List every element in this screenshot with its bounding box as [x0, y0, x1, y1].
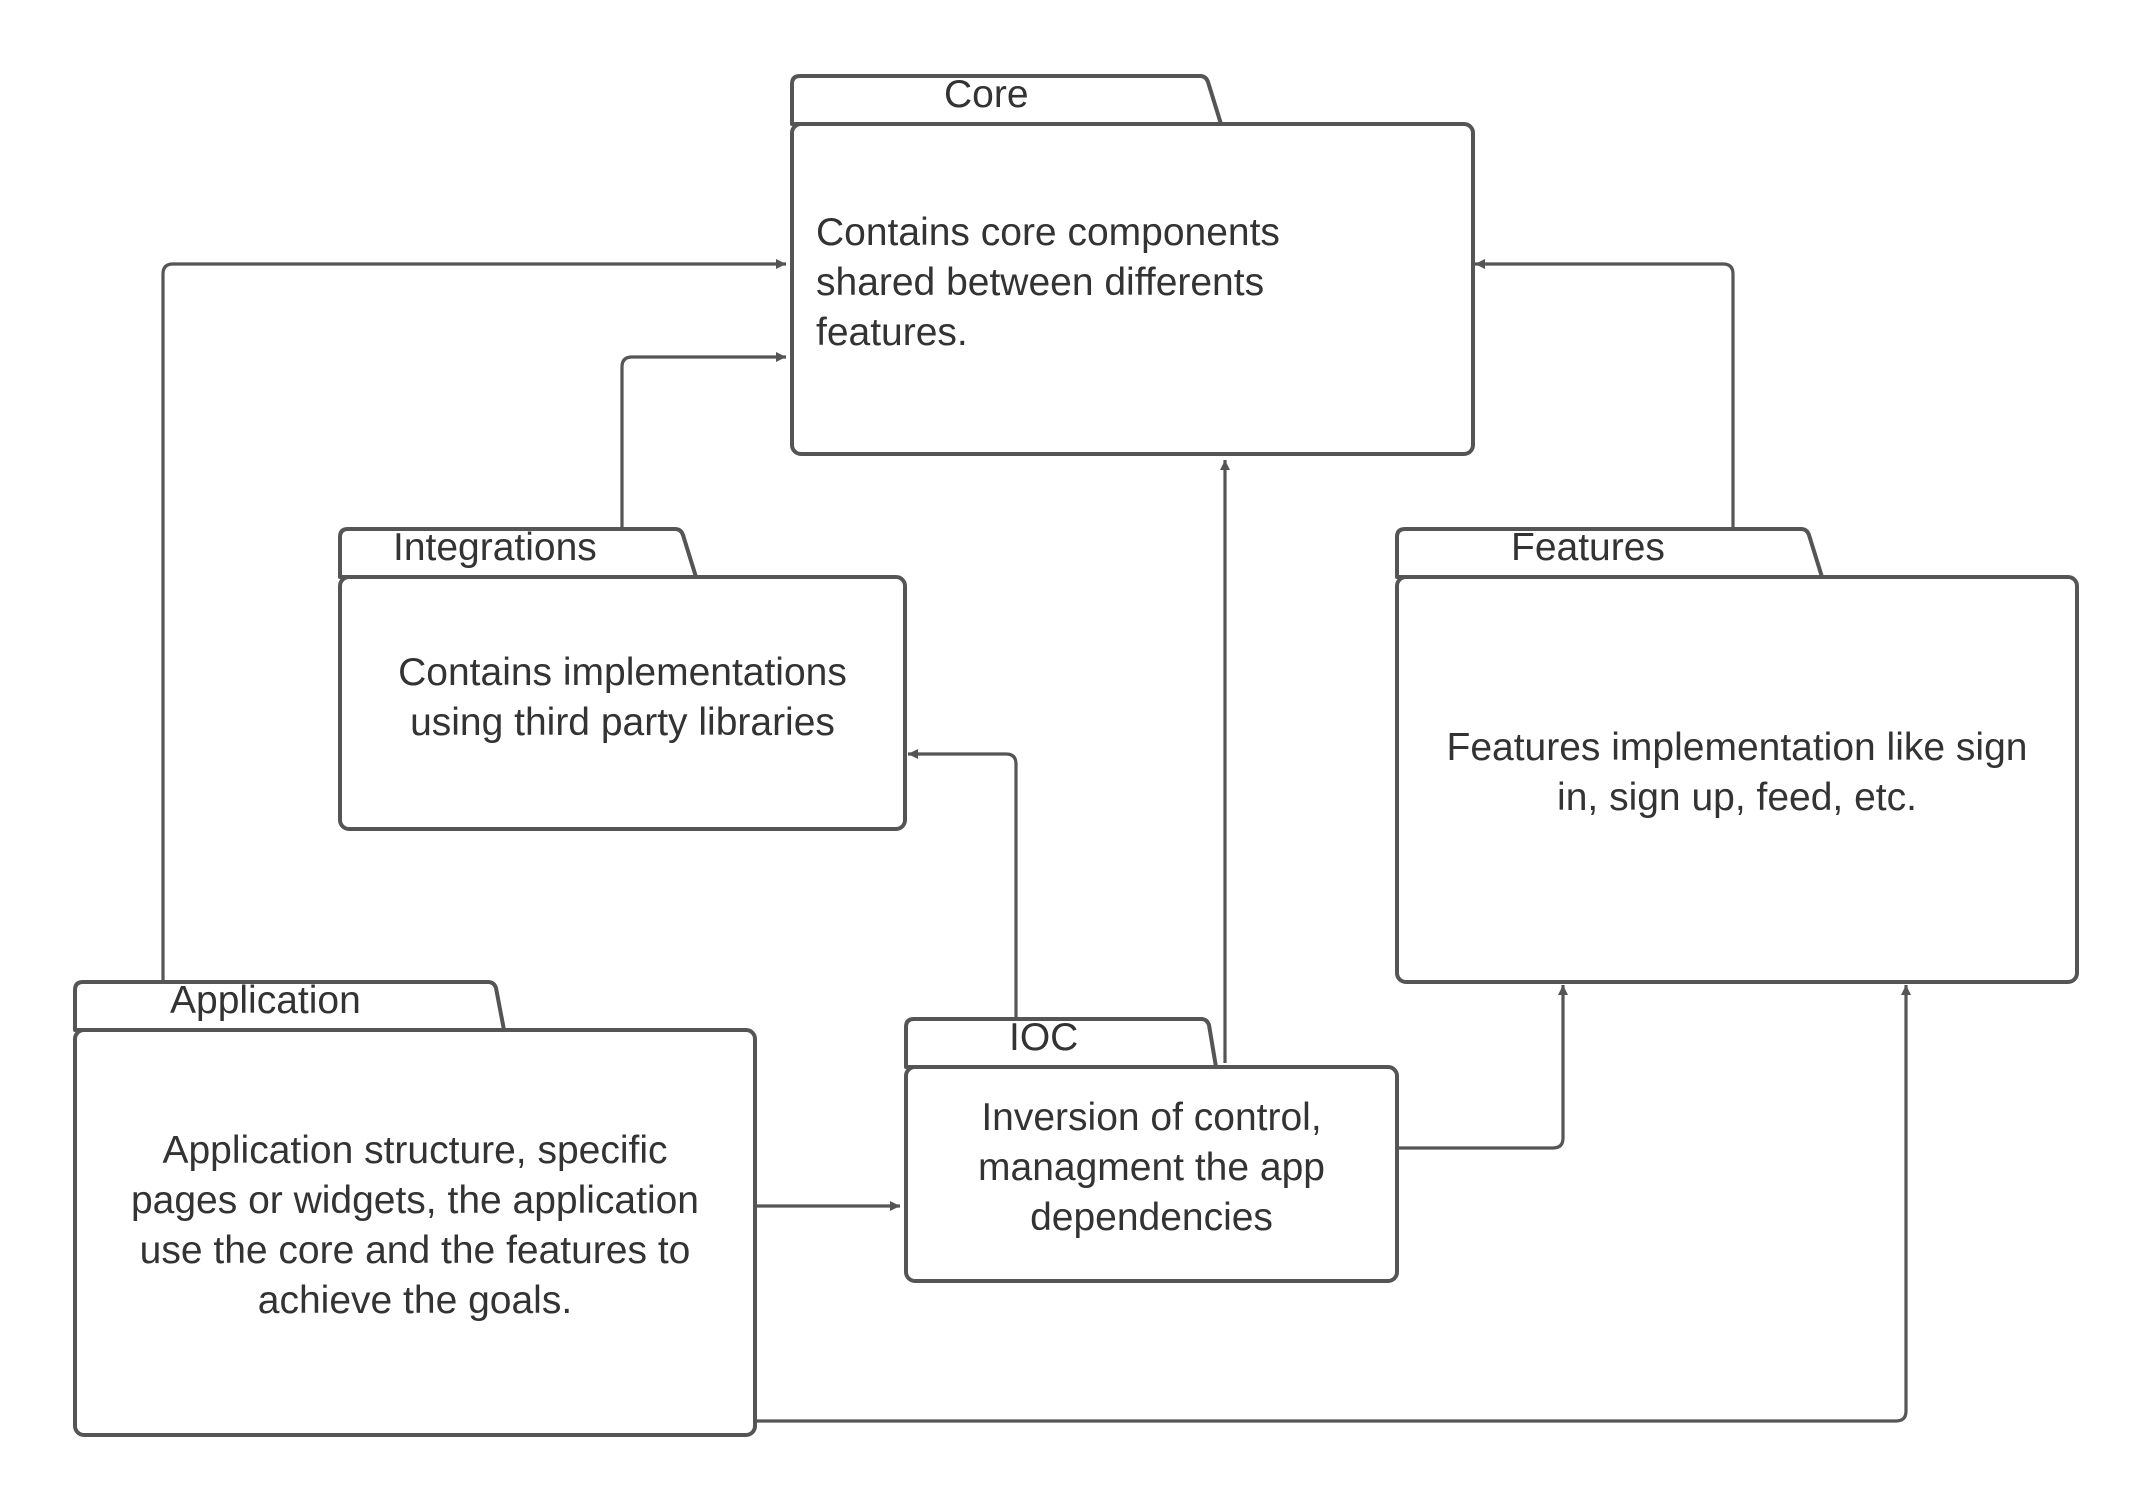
description-line: use the core and the features to: [139, 1229, 691, 1272]
description-line: using third party libraries: [410, 701, 835, 744]
package-features-body: [1395, 575, 2079, 984]
description-line: Application structure, specific: [162, 1129, 668, 1172]
package-ioc-body: [904, 1065, 1399, 1283]
description-line: managment the app: [978, 1146, 1325, 1189]
package-features-title: Features: [1511, 526, 1665, 569]
description-line: features.: [816, 311, 968, 354]
package-integrations-title: Integrations: [393, 526, 597, 569]
package-application-title: Application: [170, 979, 361, 1022]
package-integrations-body: [338, 575, 907, 831]
package-features-shape: [1395, 527, 2079, 984]
connector-features-to-core: [1475, 259, 1735, 527]
package-features-tab: [1395, 527, 1824, 579]
connector-ioc-to-integrations: [908, 749, 1018, 1018]
description-line: Features implementation like sign: [1446, 726, 2028, 769]
package-ioc-tab: [904, 1017, 1218, 1069]
package-core-description: Contains core components shared between …: [816, 208, 1456, 358]
description-line: in, sign up, feed, etc.: [1557, 776, 1917, 819]
package-ioc-description: Inversion of control, managment the app …: [906, 1093, 1397, 1243]
description-line: Contains core components: [816, 211, 1280, 254]
description-line: Inversion of control,: [981, 1096, 1322, 1139]
package-core-body: [790, 122, 1475, 456]
package-integrations-description: Contains implementations using third par…: [340, 648, 905, 748]
package-application-shape: [73, 980, 757, 1437]
description-line: shared between differents: [816, 261, 1265, 304]
package-core-title: Core: [944, 73, 1029, 116]
connector-application-to-features: [755, 985, 1911, 1423]
connector-integrations-to-core: [620, 352, 786, 527]
connector-application-to-core: [161, 259, 786, 981]
package-application-description: Application structure, specific pages or…: [75, 1126, 755, 1326]
package-ioc-shape: [904, 1017, 1399, 1283]
package-ioc-title: IOC: [1009, 1016, 1079, 1059]
package-application-tab: [73, 980, 506, 1032]
connectors: [161, 259, 1911, 1423]
package-integrations-tab: [338, 527, 698, 579]
package-application-body: [73, 1028, 757, 1437]
package-features-description: Features implementation like sign in, si…: [1397, 723, 2077, 823]
description-line: dependencies: [1030, 1196, 1273, 1239]
description-line: achieve the goals.: [257, 1279, 573, 1322]
package-core-tab: [790, 74, 1223, 126]
description-line: Contains implementations: [398, 651, 847, 694]
connector-ioc-to-features: [1397, 985, 1568, 1150]
description-line: pages or widgets, the application: [130, 1179, 700, 1222]
package-core-shape: [790, 74, 1475, 456]
package-integrations-shape: [338, 527, 907, 831]
